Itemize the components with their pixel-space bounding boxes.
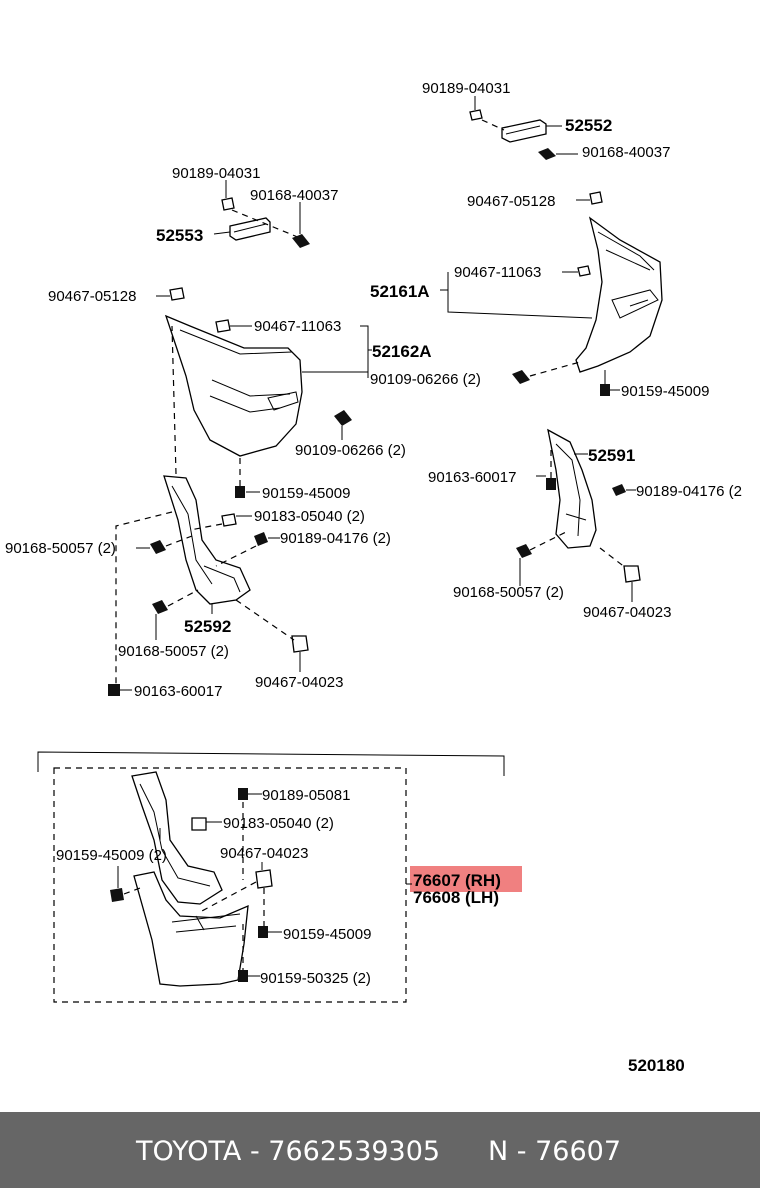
part-52162a-bumper-left bbox=[164, 314, 303, 457]
footer-brand-part-number: TOYOTA - 7662539305 bbox=[136, 1136, 441, 1167]
screw-icon bbox=[538, 148, 556, 160]
bolt-icon bbox=[238, 788, 248, 800]
label-90183-05040-left: 90183-05040 (2) bbox=[254, 508, 365, 525]
label-90159-45009-right: 90159-45009 bbox=[621, 383, 709, 400]
label-90467-05128-right: 90467-05128 bbox=[467, 193, 555, 210]
label-90467-04023-left: 90467-04023 bbox=[255, 674, 343, 691]
label-52553: 52553 bbox=[156, 226, 203, 245]
label-90159-45009-left: 90159-45009 bbox=[262, 485, 350, 502]
label-90467-05128-left: 90467-05128 bbox=[48, 288, 136, 305]
label-90168-50057-bottom: 90168-50057 (2) bbox=[118, 643, 229, 660]
label-90467-11063-left: 90467-11063 bbox=[254, 318, 341, 335]
clip-icon bbox=[215, 319, 231, 333]
label-90159-45009-kit: 90159-45009 bbox=[283, 926, 371, 943]
bolt-icon bbox=[600, 370, 610, 396]
label-52552: 52552 bbox=[565, 116, 612, 135]
label-90189-04176-left: 90189-04176 (2) bbox=[280, 530, 391, 547]
screw-icon bbox=[150, 540, 166, 554]
parts-diagram: 90189-04031 52552 90168-40037 90189-0403… bbox=[5, 80, 742, 1075]
clip-icon bbox=[577, 265, 591, 277]
label-90168-50057-right: 90168-50057 (2) bbox=[453, 584, 564, 601]
bolt-icon bbox=[110, 888, 124, 902]
diagram-code: 520180 bbox=[628, 1056, 685, 1075]
screw-icon bbox=[516, 544, 532, 558]
label-52591: 52591 bbox=[588, 446, 635, 465]
clip-icon bbox=[221, 197, 235, 211]
screw-icon bbox=[292, 234, 310, 248]
bolt-icon bbox=[546, 478, 556, 490]
clip-icon bbox=[291, 635, 309, 653]
label-76607-rh: 76607 (RH) bbox=[413, 871, 501, 890]
screw-icon bbox=[152, 600, 168, 614]
clip-icon bbox=[623, 565, 641, 583]
clip-icon bbox=[589, 191, 603, 205]
screw-icon bbox=[512, 370, 530, 384]
highlight-box bbox=[410, 866, 522, 892]
label-90168-50057-far-left: 90168-50057 (2) bbox=[5, 540, 116, 557]
kit-dashed-box bbox=[53, 767, 407, 1003]
label-90467-11063-right: 90467-11063 bbox=[454, 264, 541, 281]
label-90467-04023-kit: 90467-04023 bbox=[220, 845, 308, 862]
part-52161a-bumper-right bbox=[575, 216, 663, 373]
label-90163-60017-right: 90163-60017 bbox=[428, 469, 516, 486]
clip-icon bbox=[191, 817, 207, 831]
label-90168-40037-top: 90168-40037 bbox=[582, 144, 670, 161]
clip-icon bbox=[254, 532, 268, 546]
label-90109-06266-mid: 90109-06266 (2) bbox=[370, 371, 481, 388]
kit-bracket-line bbox=[37, 751, 505, 776]
part-52552-bracket bbox=[501, 119, 547, 143]
part-52553-bracket bbox=[229, 217, 271, 241]
label-90109-06266-left: 90109-06266 (2) bbox=[295, 442, 406, 459]
part-52591-retainer bbox=[547, 428, 597, 549]
label-52161a: 52161A bbox=[370, 282, 430, 301]
label-52592: 52592 bbox=[184, 617, 231, 636]
clip-icon bbox=[255, 869, 273, 889]
bolt-icon bbox=[258, 926, 268, 938]
label-90159-50325: 90159-50325 (2) bbox=[260, 970, 371, 987]
clip-icon bbox=[169, 287, 185, 301]
label-90189-04031-top: 90189-04031 bbox=[422, 80, 510, 97]
part-52592-retainer bbox=[163, 475, 251, 605]
label-90168-40037-left: 90168-40037 bbox=[250, 187, 338, 204]
part-mudguard-flap bbox=[133, 871, 249, 987]
label-90183-05040-kit: 90183-05040 (2) bbox=[223, 815, 334, 832]
label-52162a: 52162A bbox=[372, 342, 432, 361]
bolt-icon bbox=[238, 970, 248, 982]
label-90163-60017-left: 90163-60017 bbox=[134, 683, 222, 700]
label-90467-04023-right: 90467-04023 bbox=[583, 604, 671, 621]
label-90189-04031-left: 90189-04031 bbox=[172, 165, 260, 182]
label-90159-45009-kit-left: 90159-45009 (2) bbox=[56, 847, 167, 864]
label-76608-lh: 76608 (LH) bbox=[413, 888, 499, 907]
clip-icon bbox=[612, 484, 626, 496]
clip-icon bbox=[469, 109, 483, 121]
footer-bar: TOYOTA - 7662539305 N - 76607 bbox=[0, 1112, 760, 1188]
bolt-icon bbox=[235, 458, 245, 498]
label-90189-05081: 90189-05081 bbox=[262, 787, 350, 804]
bolt-icon bbox=[108, 684, 120, 696]
footer-part-code: N - 76607 bbox=[488, 1136, 621, 1167]
part-mudguard-retainer bbox=[131, 771, 223, 905]
screw-icon bbox=[334, 410, 352, 426]
clip-icon bbox=[221, 513, 237, 527]
label-90189-04176-right: 90189-04176 (2 bbox=[636, 483, 742, 500]
